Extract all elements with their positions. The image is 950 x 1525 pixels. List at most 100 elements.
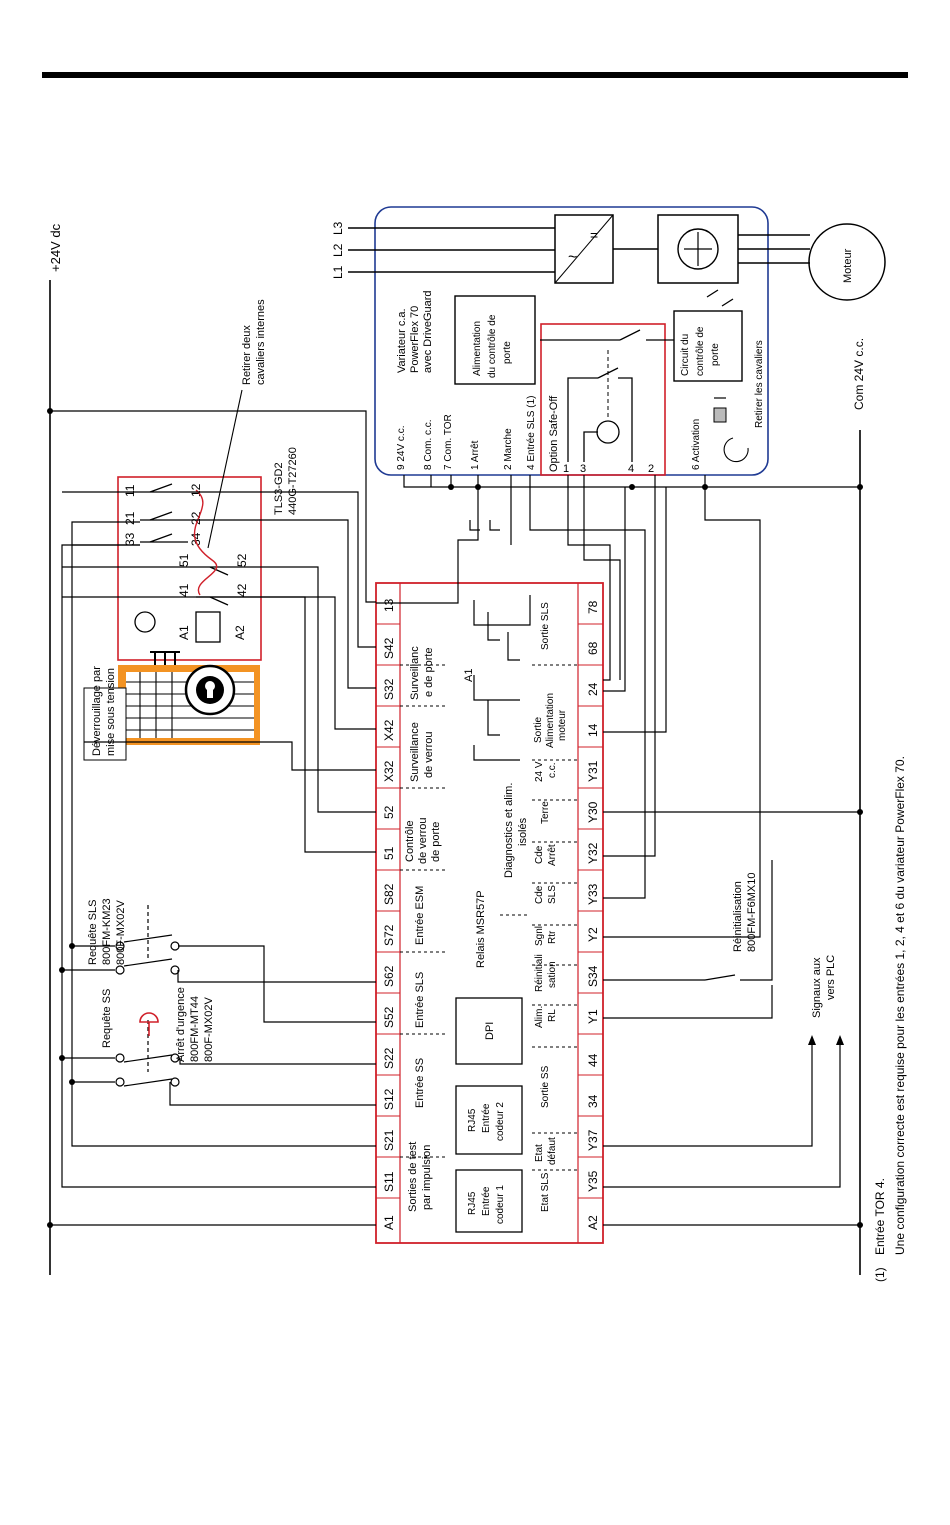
grp-reset-1: Réinitiali [534, 954, 545, 992]
rj45-1-box [455, 1169, 523, 1233]
term-s42: S42 [382, 637, 396, 659]
estop-2: 800FM-MT44 [189, 996, 201, 1062]
term-s11: S11 [382, 1171, 396, 1192]
supply-label: +24V dc [48, 223, 63, 272]
grp-motor-1: Sortie [533, 716, 544, 743]
grp-lock-mon-2: de verrou [423, 732, 435, 778]
door-supply-3: porte [502, 341, 513, 364]
footnote-line1: Entrée TOR 4. [873, 1178, 887, 1255]
drive-term-2: 2 Marche [503, 428, 514, 470]
footnote-marker: (1) [873, 1267, 887, 1282]
so-pin-3: 3 [580, 463, 586, 475]
grp-reset-2: sation [547, 961, 558, 988]
grp-fault-2: défaut [547, 1137, 558, 1165]
term-s21: S21 [382, 1129, 396, 1151]
grp-lock-ctrl-3: de porte [430, 822, 442, 862]
term-y35: Y35 [586, 1170, 600, 1192]
grp-test-1: Sorties de test [407, 1142, 419, 1212]
com-label: Com 24V c.c. [852, 338, 866, 410]
grp-rl-2: RL [547, 1009, 558, 1022]
drive-term-4: 4 Entrée SLS (1) [526, 396, 537, 470]
grp-24v-1: 24 V [534, 761, 545, 782]
mains-l3: L3 [331, 221, 345, 235]
term-51: 51 [382, 846, 396, 860]
door-supply-box [454, 295, 536, 385]
unlock-symbol [134, 611, 156, 633]
contact-42: 42 [235, 583, 249, 597]
term-y1: Y1 [586, 1009, 600, 1024]
wires [50, 410, 860, 1226]
term-a2: A2 [586, 1215, 600, 1230]
grp-sgnl-1: Sgnl [534, 926, 545, 946]
grp-cde-stop-2: Arrêt [547, 844, 558, 866]
so-pin-1: 1 [563, 463, 569, 475]
rj45-1-l2: Entrée [481, 1186, 492, 1216]
safe-off-box [540, 323, 666, 476]
svg-text:=: = [590, 227, 598, 243]
motor-symbol [808, 223, 886, 301]
rj45-2-l1: RJ45 [467, 1108, 478, 1132]
door-circuit-box [673, 310, 743, 382]
term-14: 14 [586, 723, 600, 737]
plc-1: Signaux aux [811, 957, 823, 1018]
term-68: 68 [586, 641, 600, 655]
contact-34: 34 [189, 532, 203, 546]
drive-term-1: 1 Arrêt [470, 440, 481, 470]
internal-jumper [193, 489, 218, 596]
door-circuit-3: porte [710, 343, 721, 366]
contact-52: 52 [235, 553, 249, 567]
rj45-2-box [455, 1085, 523, 1155]
term-s12: S12 [382, 1088, 396, 1110]
term-24: 24 [586, 682, 600, 696]
grp-sls: Entrée SLS [414, 972, 426, 1028]
drive-title-2: PowerFlex 70 [409, 306, 421, 373]
term-x42: X42 [382, 719, 396, 741]
door-supply-1: Alimentation [472, 321, 483, 376]
door-circuit-1: Circuit du [680, 334, 691, 376]
mains-lines [348, 227, 555, 273]
contact-11: 11 [123, 484, 137, 497]
term-44: 44 [586, 1053, 600, 1067]
unlock-label-1: Déverrouillage par [91, 666, 103, 756]
grp-fault-1: Etat [534, 1144, 545, 1162]
relay-box [375, 582, 604, 1244]
motor-label: Moteur [842, 248, 854, 283]
term-s32: S32 [382, 678, 396, 700]
contact-41: 41 [177, 583, 191, 597]
term-s22: S22 [382, 1047, 396, 1069]
term-13: 13 [382, 598, 396, 612]
grp-earth: Terre [540, 801, 551, 824]
diag-1: Diagnostics et alim. [503, 783, 515, 878]
svg-text:~: ~ [568, 249, 577, 266]
reset-2: 800FM-F6MX10 [746, 873, 758, 952]
diag-2: isolés [517, 817, 529, 846]
footnote-line2: Une configuration correcte est requise p… [893, 756, 907, 1255]
term-s34: S34 [586, 965, 600, 987]
estop-3: 800F-MX02V [203, 997, 215, 1062]
jumper-plug [713, 407, 727, 423]
plc-2: vers PLC [825, 955, 837, 1000]
drive-term-8: 8 Com. c.c. [423, 419, 434, 470]
grp-cde-sls-2: SLS [547, 885, 558, 904]
drive-term-7: 7 Com. TOR [443, 414, 454, 470]
drive-term-6: 6 Activation [691, 419, 702, 470]
unlock-label-2: mise sous tension [105, 668, 117, 756]
grp-ss-out: Sortie SS [540, 1065, 551, 1108]
remove-two-2: cavaliers internes [255, 299, 267, 385]
dpi-box [455, 997, 523, 1065]
switch-model-1: TLS3-GD2 [273, 462, 285, 515]
page-top-rule [42, 72, 908, 78]
drive-term-9: 9 24V c.c. [396, 426, 407, 470]
so-pin-2: 2 [648, 463, 654, 475]
safe-off-coil [596, 420, 620, 444]
grp-esm: Entrée ESM [414, 886, 426, 945]
rj45-1-l3: codeur 1 [495, 1185, 506, 1224]
term-y33: Y33 [586, 883, 600, 905]
term-s62: S62 [382, 965, 396, 987]
grp-rl-1: Alim. [534, 1006, 545, 1028]
term-s72: S72 [382, 924, 396, 946]
drive-title-1: Variateur c.a. [396, 308, 408, 373]
grp-lock-mon-1: Surveillance [409, 722, 421, 782]
relay-name: Relais MSR57P [475, 890, 487, 968]
grp-motor-2: Alimentation [545, 693, 556, 748]
